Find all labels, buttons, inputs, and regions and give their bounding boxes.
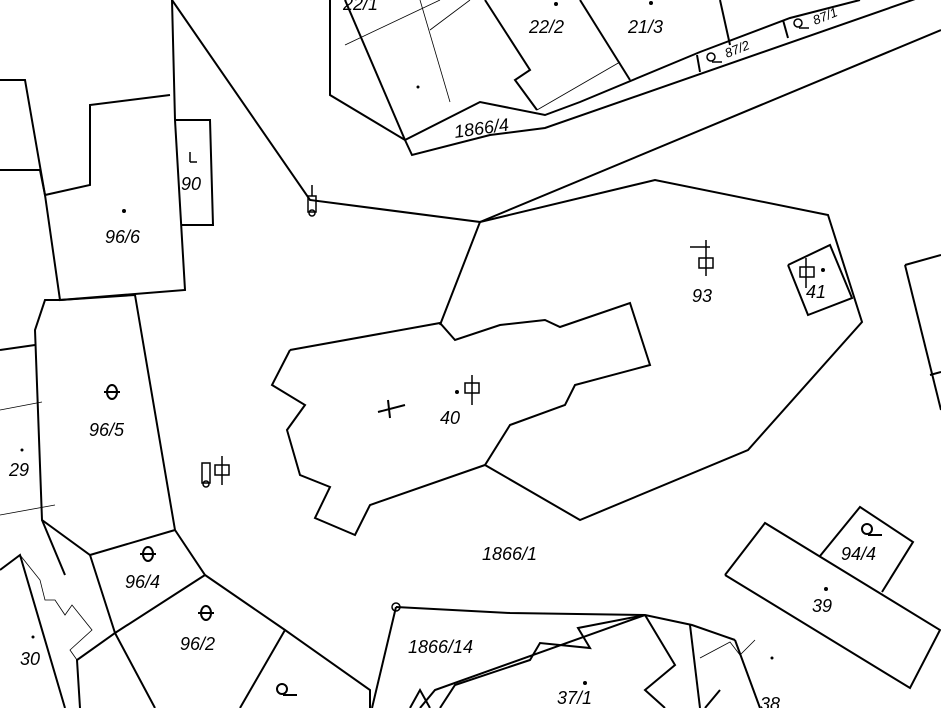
parcel-label[interactable]: 22/2: [528, 17, 564, 37]
parcel-label[interactable]: 96/2: [180, 634, 215, 654]
parcel-label[interactable]: 37/1: [557, 688, 592, 708]
parcel-label[interactable]: 87/1: [811, 4, 840, 27]
parcel-label[interactable]: 93: [692, 286, 712, 306]
parcel-label[interactable]: 1866/14: [408, 637, 473, 657]
parcel-label[interactable]: 96/6: [105, 227, 141, 247]
parcel-label[interactable]: 96/4: [125, 572, 160, 592]
parcel-label[interactable]: 1866/4: [453, 114, 510, 141]
parcel-label[interactable]: 21/3: [627, 17, 663, 37]
parcel-label[interactable]: 41: [806, 282, 826, 302]
parcel-label[interactable]: 94/4: [841, 544, 876, 564]
parcel-label[interactable]: 40: [440, 408, 460, 428]
parcel-label[interactable]: 29: [8, 460, 29, 480]
parcel-label[interactable]: 96/5: [89, 420, 125, 440]
parcel-label[interactable]: 22/1: [342, 0, 378, 14]
parcel-label[interactable]: 90: [181, 174, 201, 194]
parcel-label[interactable]: 30: [20, 649, 40, 669]
parcel-label[interactable]: 39: [812, 596, 832, 616]
parcel-label[interactable]: 1866/1: [482, 544, 537, 564]
parcel-label[interactable]: 38: [760, 694, 780, 708]
